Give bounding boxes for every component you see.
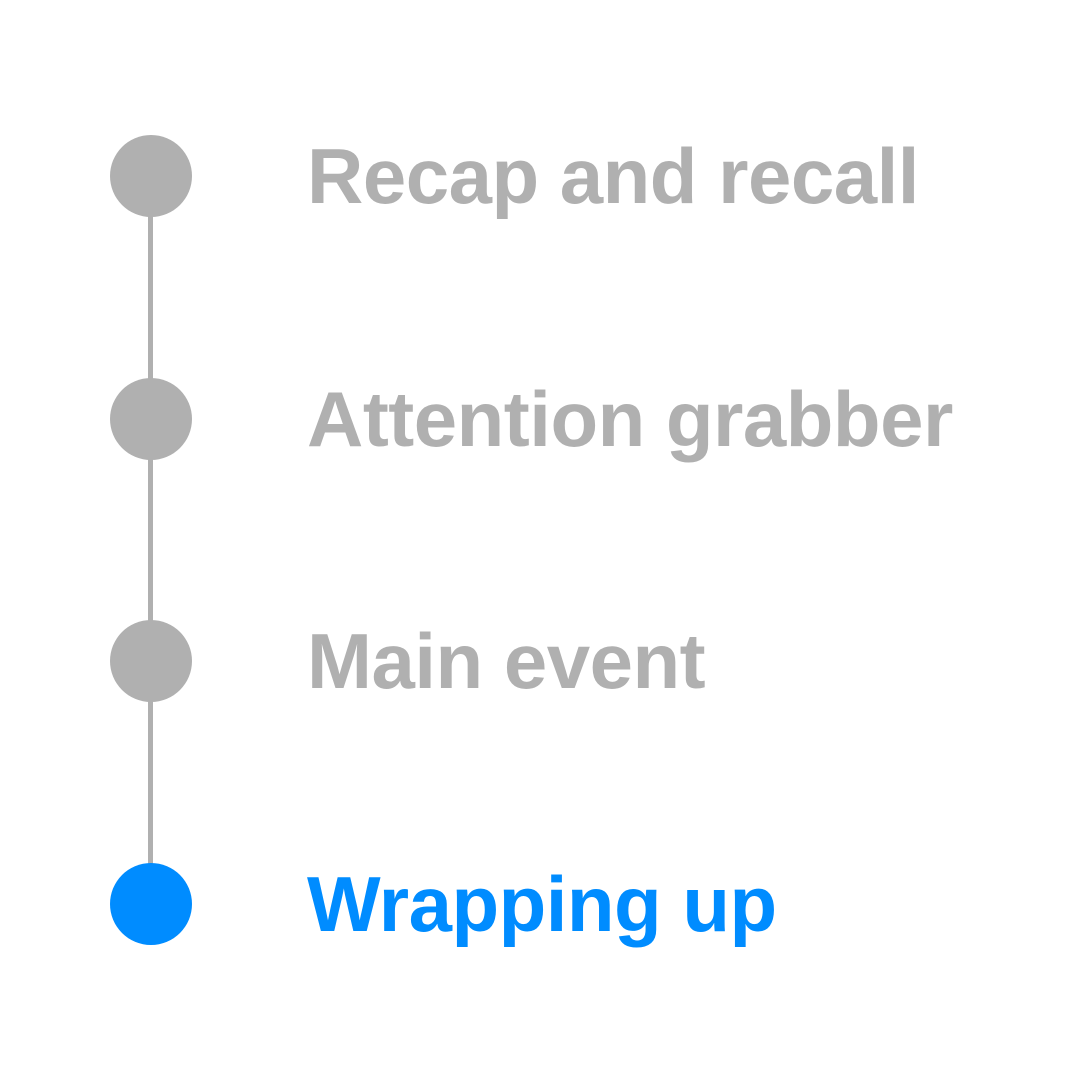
step-label: Main event: [307, 617, 706, 705]
step-label: Recap and recall: [307, 132, 919, 220]
step-label: Attention grabber: [307, 375, 953, 463]
connector-line-2: [148, 419, 153, 661]
step-label-active: Wrapping up: [307, 860, 777, 948]
step-dot: [110, 135, 192, 217]
step-dot: [110, 620, 192, 702]
step-dot-active: [110, 863, 192, 945]
step-dot: [110, 378, 192, 460]
connector-line-3: [148, 661, 153, 904]
connector-line-1: [148, 176, 153, 419]
